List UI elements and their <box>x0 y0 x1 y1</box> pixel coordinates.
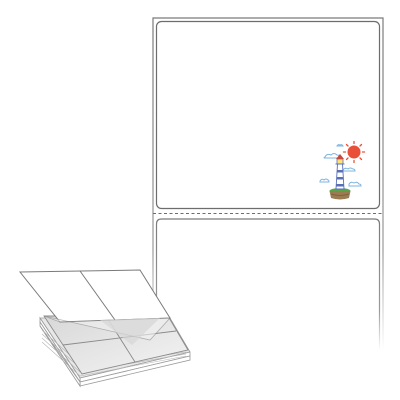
liner-outline <box>152 17 384 350</box>
fanfold-stack <box>18 269 191 388</box>
label-strip <box>152 17 384 350</box>
label-2 <box>155 218 381 350</box>
sun-icon <box>342 140 366 164</box>
island-icon <box>329 188 351 200</box>
label-1 <box>155 20 381 210</box>
lighthouse-icon <box>335 154 345 190</box>
lighthouse-illustration <box>319 140 366 200</box>
cloud-icon <box>319 144 362 187</box>
